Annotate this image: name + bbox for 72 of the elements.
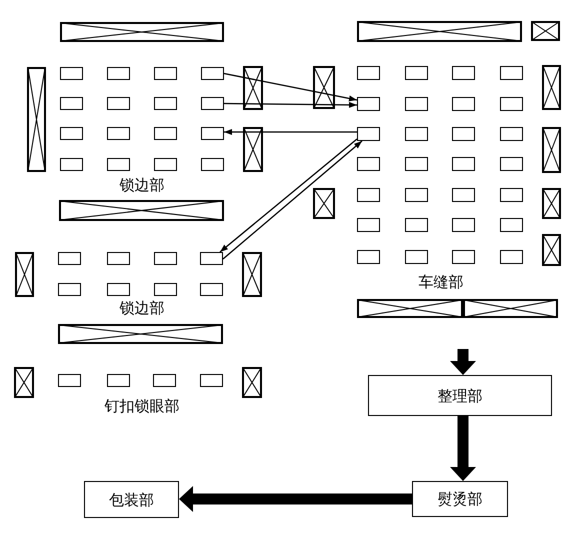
workstation-box (357, 97, 380, 111)
workstation-box (107, 67, 130, 80)
workstation-box (200, 283, 223, 296)
workstation-box (58, 283, 81, 296)
workstation-box (107, 127, 130, 140)
arrow (224, 102, 357, 108)
block-arrow (450, 349, 476, 375)
workstation-box (405, 127, 428, 141)
workstation-box (357, 188, 380, 202)
area-label: 锁边部 (120, 176, 164, 194)
workstation-box (405, 218, 428, 232)
workstation-box (405, 66, 428, 80)
workstation-box (201, 127, 224, 140)
workstation-box (58, 252, 81, 265)
workstation-box (405, 188, 428, 202)
workstation-box (154, 67, 177, 80)
department-box (412, 481, 508, 517)
workstation-box (107, 252, 130, 265)
department-name: 熨烫部 (438, 490, 482, 508)
workstation-box (500, 250, 523, 264)
department-box (368, 375, 552, 416)
workstation-box (500, 188, 523, 202)
workstation-box (452, 218, 475, 232)
workstation-box (60, 158, 83, 171)
workstation-box (452, 188, 475, 202)
workstation-box (500, 127, 523, 141)
workstation-box (357, 218, 380, 232)
department-name: 整理部 (438, 386, 482, 404)
workstation-box (405, 250, 428, 264)
area-label: 车缝部 (418, 273, 464, 291)
department-box (84, 481, 179, 518)
workstation-box (154, 127, 177, 140)
workstation-box (154, 158, 177, 171)
department-name: 包装部 (109, 490, 154, 508)
workstation-box (200, 252, 223, 265)
block-arrow (450, 416, 476, 481)
workstation-box (452, 97, 475, 111)
area-label: 钉扣锁眼部 (104, 397, 180, 415)
workstation-box (60, 67, 83, 80)
workstation-box (500, 66, 523, 80)
workstation-box (357, 127, 380, 141)
workstation-box (107, 158, 130, 171)
workstation-box (154, 283, 177, 296)
workstation-box (58, 374, 81, 387)
workstation-box (405, 97, 428, 111)
workstation-box (201, 97, 224, 110)
workstation-box (107, 374, 130, 387)
workstation-box (107, 283, 130, 296)
workstation-box (107, 97, 130, 110)
workstation-box (452, 250, 475, 264)
block-arrow (179, 486, 412, 512)
workstation-box (452, 127, 475, 141)
workstation-box (154, 252, 177, 265)
workstation-box (500, 218, 523, 232)
workstation-box (153, 374, 176, 387)
workstation-box (405, 157, 428, 171)
workstation-box (500, 97, 523, 111)
workstation-box (357, 66, 380, 80)
workstation-box (201, 158, 224, 171)
workstation-box (60, 127, 83, 140)
workstation-box (452, 66, 475, 80)
arrow (224, 129, 357, 135)
workstation-box (452, 157, 475, 171)
workstation-box (154, 97, 177, 110)
workstation-box (200, 374, 223, 387)
workstation-box (60, 97, 83, 110)
workstation-box (500, 157, 523, 171)
area-label: 锁边部 (120, 299, 164, 317)
workstation-box (201, 67, 224, 80)
arrow (224, 72, 358, 102)
workstation-box (357, 250, 380, 264)
workstation-box (357, 157, 380, 171)
